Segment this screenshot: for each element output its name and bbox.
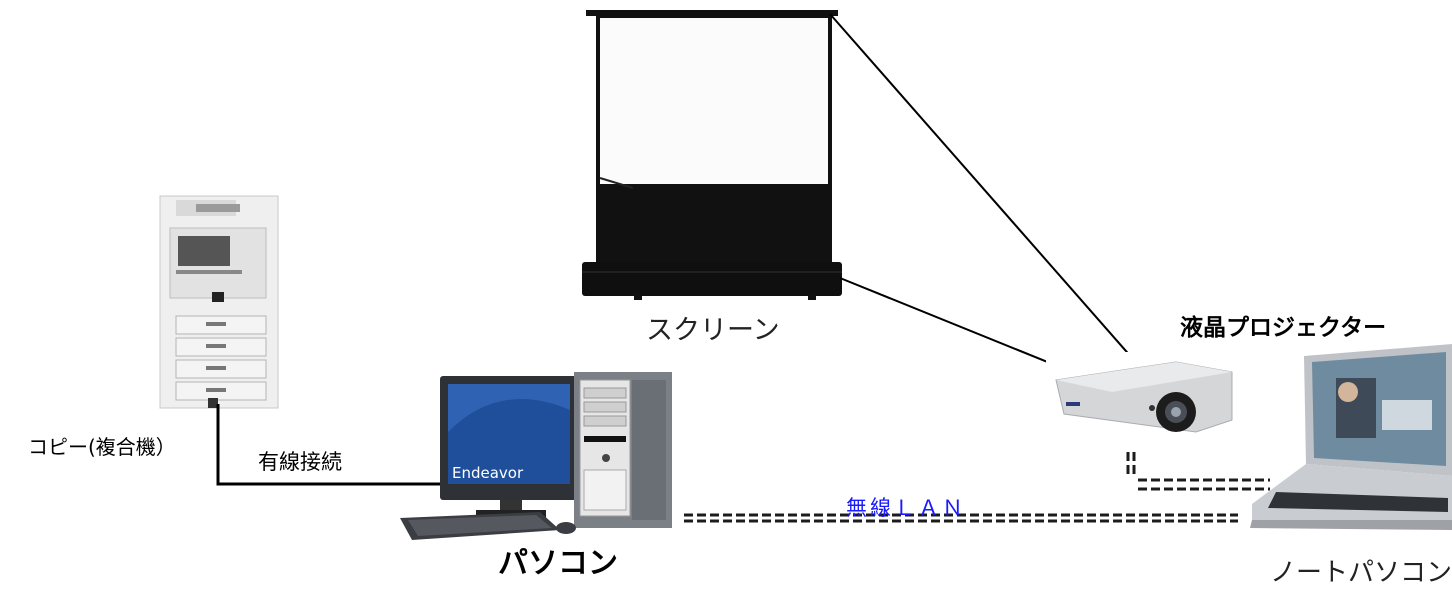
notebook-image [1250,344,1452,530]
screen-label: スクリーン [646,315,780,346]
pc-image: Endeavor [400,372,672,540]
screen-image [582,10,842,300]
wired-connection-line [216,404,440,486]
screen-top-bar [586,10,838,16]
screen-base-case [582,262,842,296]
projector-label: 液晶プロジェクター [1180,315,1387,341]
pc-brand-text: Endeavor [452,464,524,482]
copier-label: コピー(複合機） [28,435,176,459]
pc-label: パソコン [498,546,618,581]
copier-image [159,195,279,409]
wireless-lan-label: 無線ＬＡＮ [846,496,966,520]
wireless-lan-line [684,513,1238,523]
projector-image [1046,352,1246,444]
wired-connection-label: 有線接続 [258,450,342,474]
projector-notebook-link [1126,452,1270,491]
screen-surface [600,18,828,184]
notebook-label: ノートパソコン [1270,558,1452,588]
projection-line-top [829,13,1177,409]
